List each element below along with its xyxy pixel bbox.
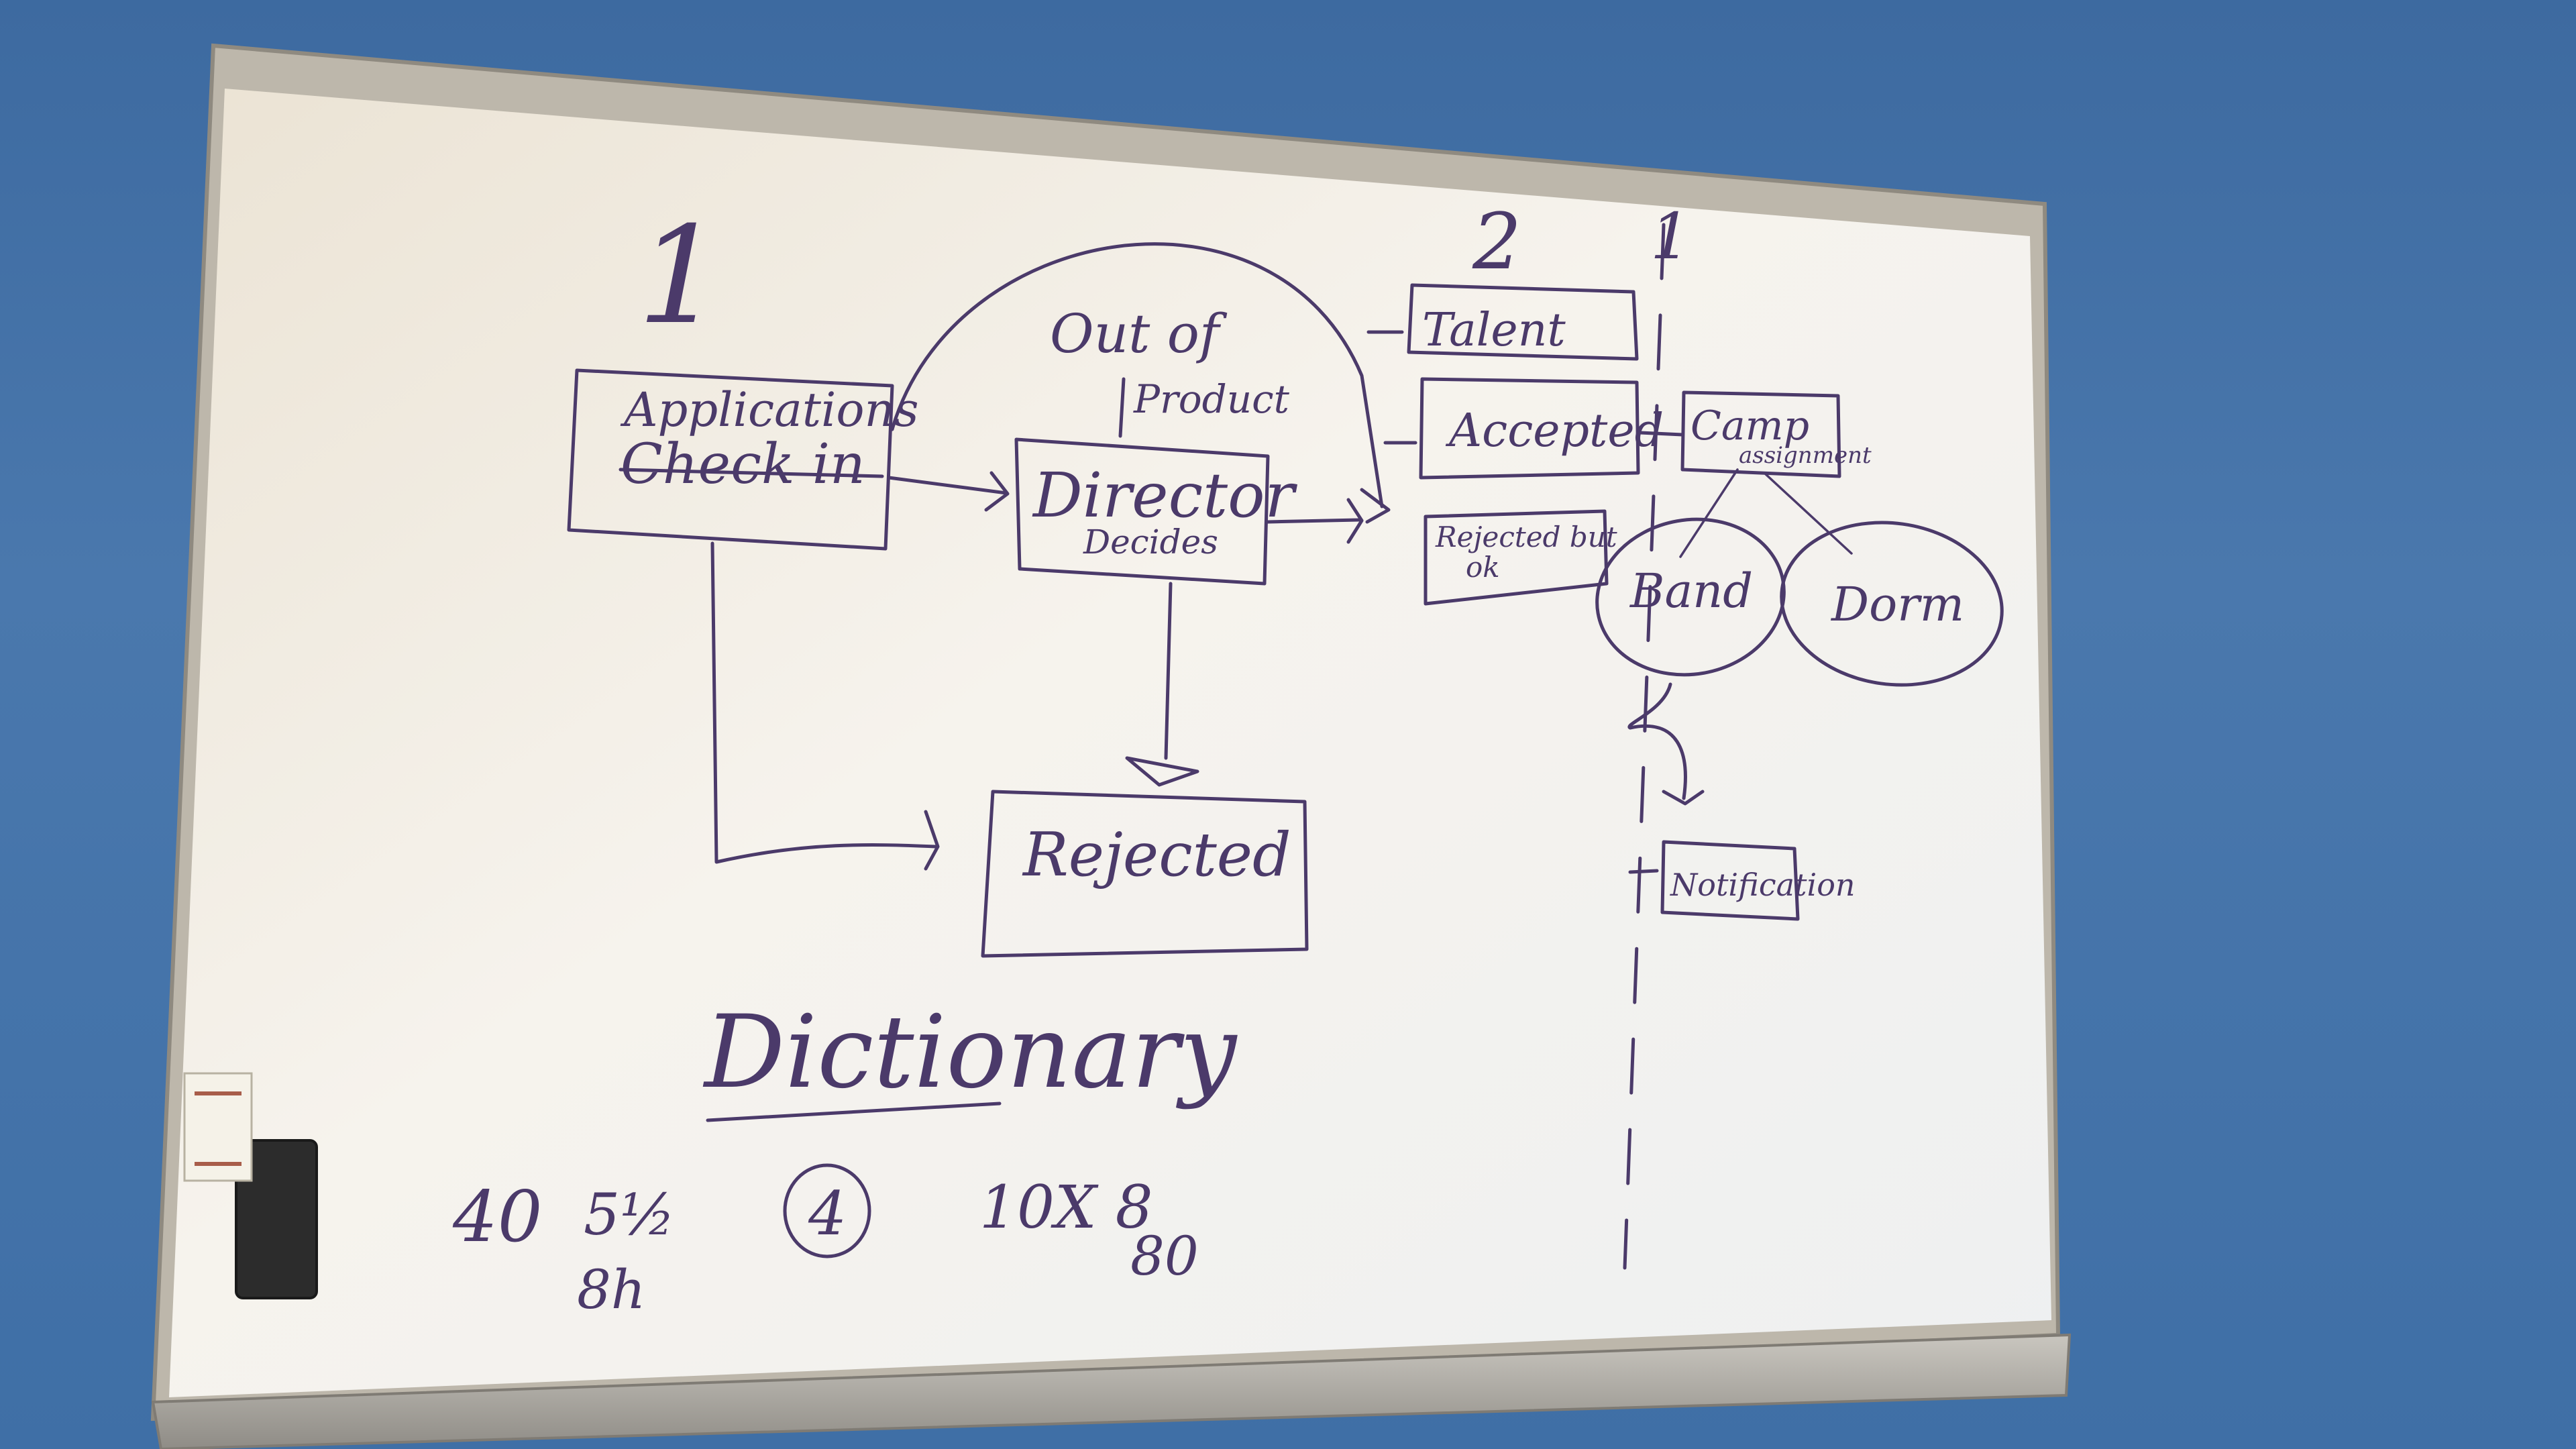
dictionary-underline [706, 1102, 1002, 1122]
heading-2: 2 [1472, 197, 1521, 287]
arrow-app-to-director [887, 471, 1010, 512]
dictionary-label: Dictionary [702, 994, 1238, 1111]
camp-to-dorm [1763, 472, 1853, 555]
accepted-box [1419, 377, 1640, 480]
circled-4-ring [783, 1163, 871, 1258]
director-label: Director [1032, 460, 1297, 531]
camp-to-band [1679, 468, 1739, 558]
band-label: Band [1629, 564, 1753, 619]
assignment-label: assignment [1739, 442, 1872, 469]
talent-label: Talent [1422, 304, 1566, 357]
applications-label: Applications [620, 382, 919, 437]
camp-box [1680, 390, 1841, 478]
camp-label: Camp [1690, 402, 1809, 449]
decides-label: Decides [1083, 523, 1218, 561]
notification-label: Notification [1670, 867, 1856, 903]
rejected-box [981, 790, 1309, 958]
marker-tray [151, 1333, 2072, 1449]
number-5-half: 5½ [584, 1182, 675, 1248]
rejected-but-ok-box [1424, 509, 1609, 606]
eraser[interactable] [235, 1139, 318, 1299]
rejected-label: Rejected [1022, 820, 1291, 890]
number-40: 40 [452, 1176, 543, 1258]
number-80: 80 [1130, 1225, 1199, 1287]
notification-tick [1628, 869, 1659, 874]
number-10x8: 10X 8 [979, 1173, 1153, 1242]
rejected-but-ok-label-2: ok [1466, 551, 1500, 584]
product-tick [1118, 377, 1126, 438]
arrow-app-to-rejected [710, 541, 940, 871]
applications-box [567, 368, 894, 551]
heading-marker-1: 1 [1650, 200, 1690, 274]
dorm-ellipse [1780, 521, 2004, 687]
notification-box [1660, 840, 1800, 921]
talent-box [1407, 283, 1639, 361]
arrow-director-to-rejected [1125, 582, 1199, 787]
rejected-but-ok-label-1: Rejected but [1435, 521, 1617, 553]
number-4: 4 [808, 1179, 847, 1249]
heading-1: 1 [637, 198, 722, 354]
director-box [1014, 437, 1270, 586]
check-in-strike [619, 468, 884, 478]
whiteboard-surface [169, 89, 2051, 1397]
dashed-divider [1623, 223, 1666, 1270]
arrow-director-to-right [1266, 498, 1364, 544]
number-8h: 8h [577, 1258, 645, 1321]
product-note: Product [1133, 376, 1290, 422]
check-in-label: Check in [621, 433, 865, 496]
accepted-label: Accepted [1445, 405, 1664, 458]
sticker [183, 1072, 253, 1182]
arrow-to-notification [1627, 682, 1705, 806]
out-of-product-arc [890, 242, 1384, 508]
dorm-label: Dorm [1830, 577, 1964, 632]
out-of-note: Out of [1050, 303, 1228, 365]
arc-arrowhead [1360, 488, 1391, 524]
camp-link [1638, 431, 1684, 437]
